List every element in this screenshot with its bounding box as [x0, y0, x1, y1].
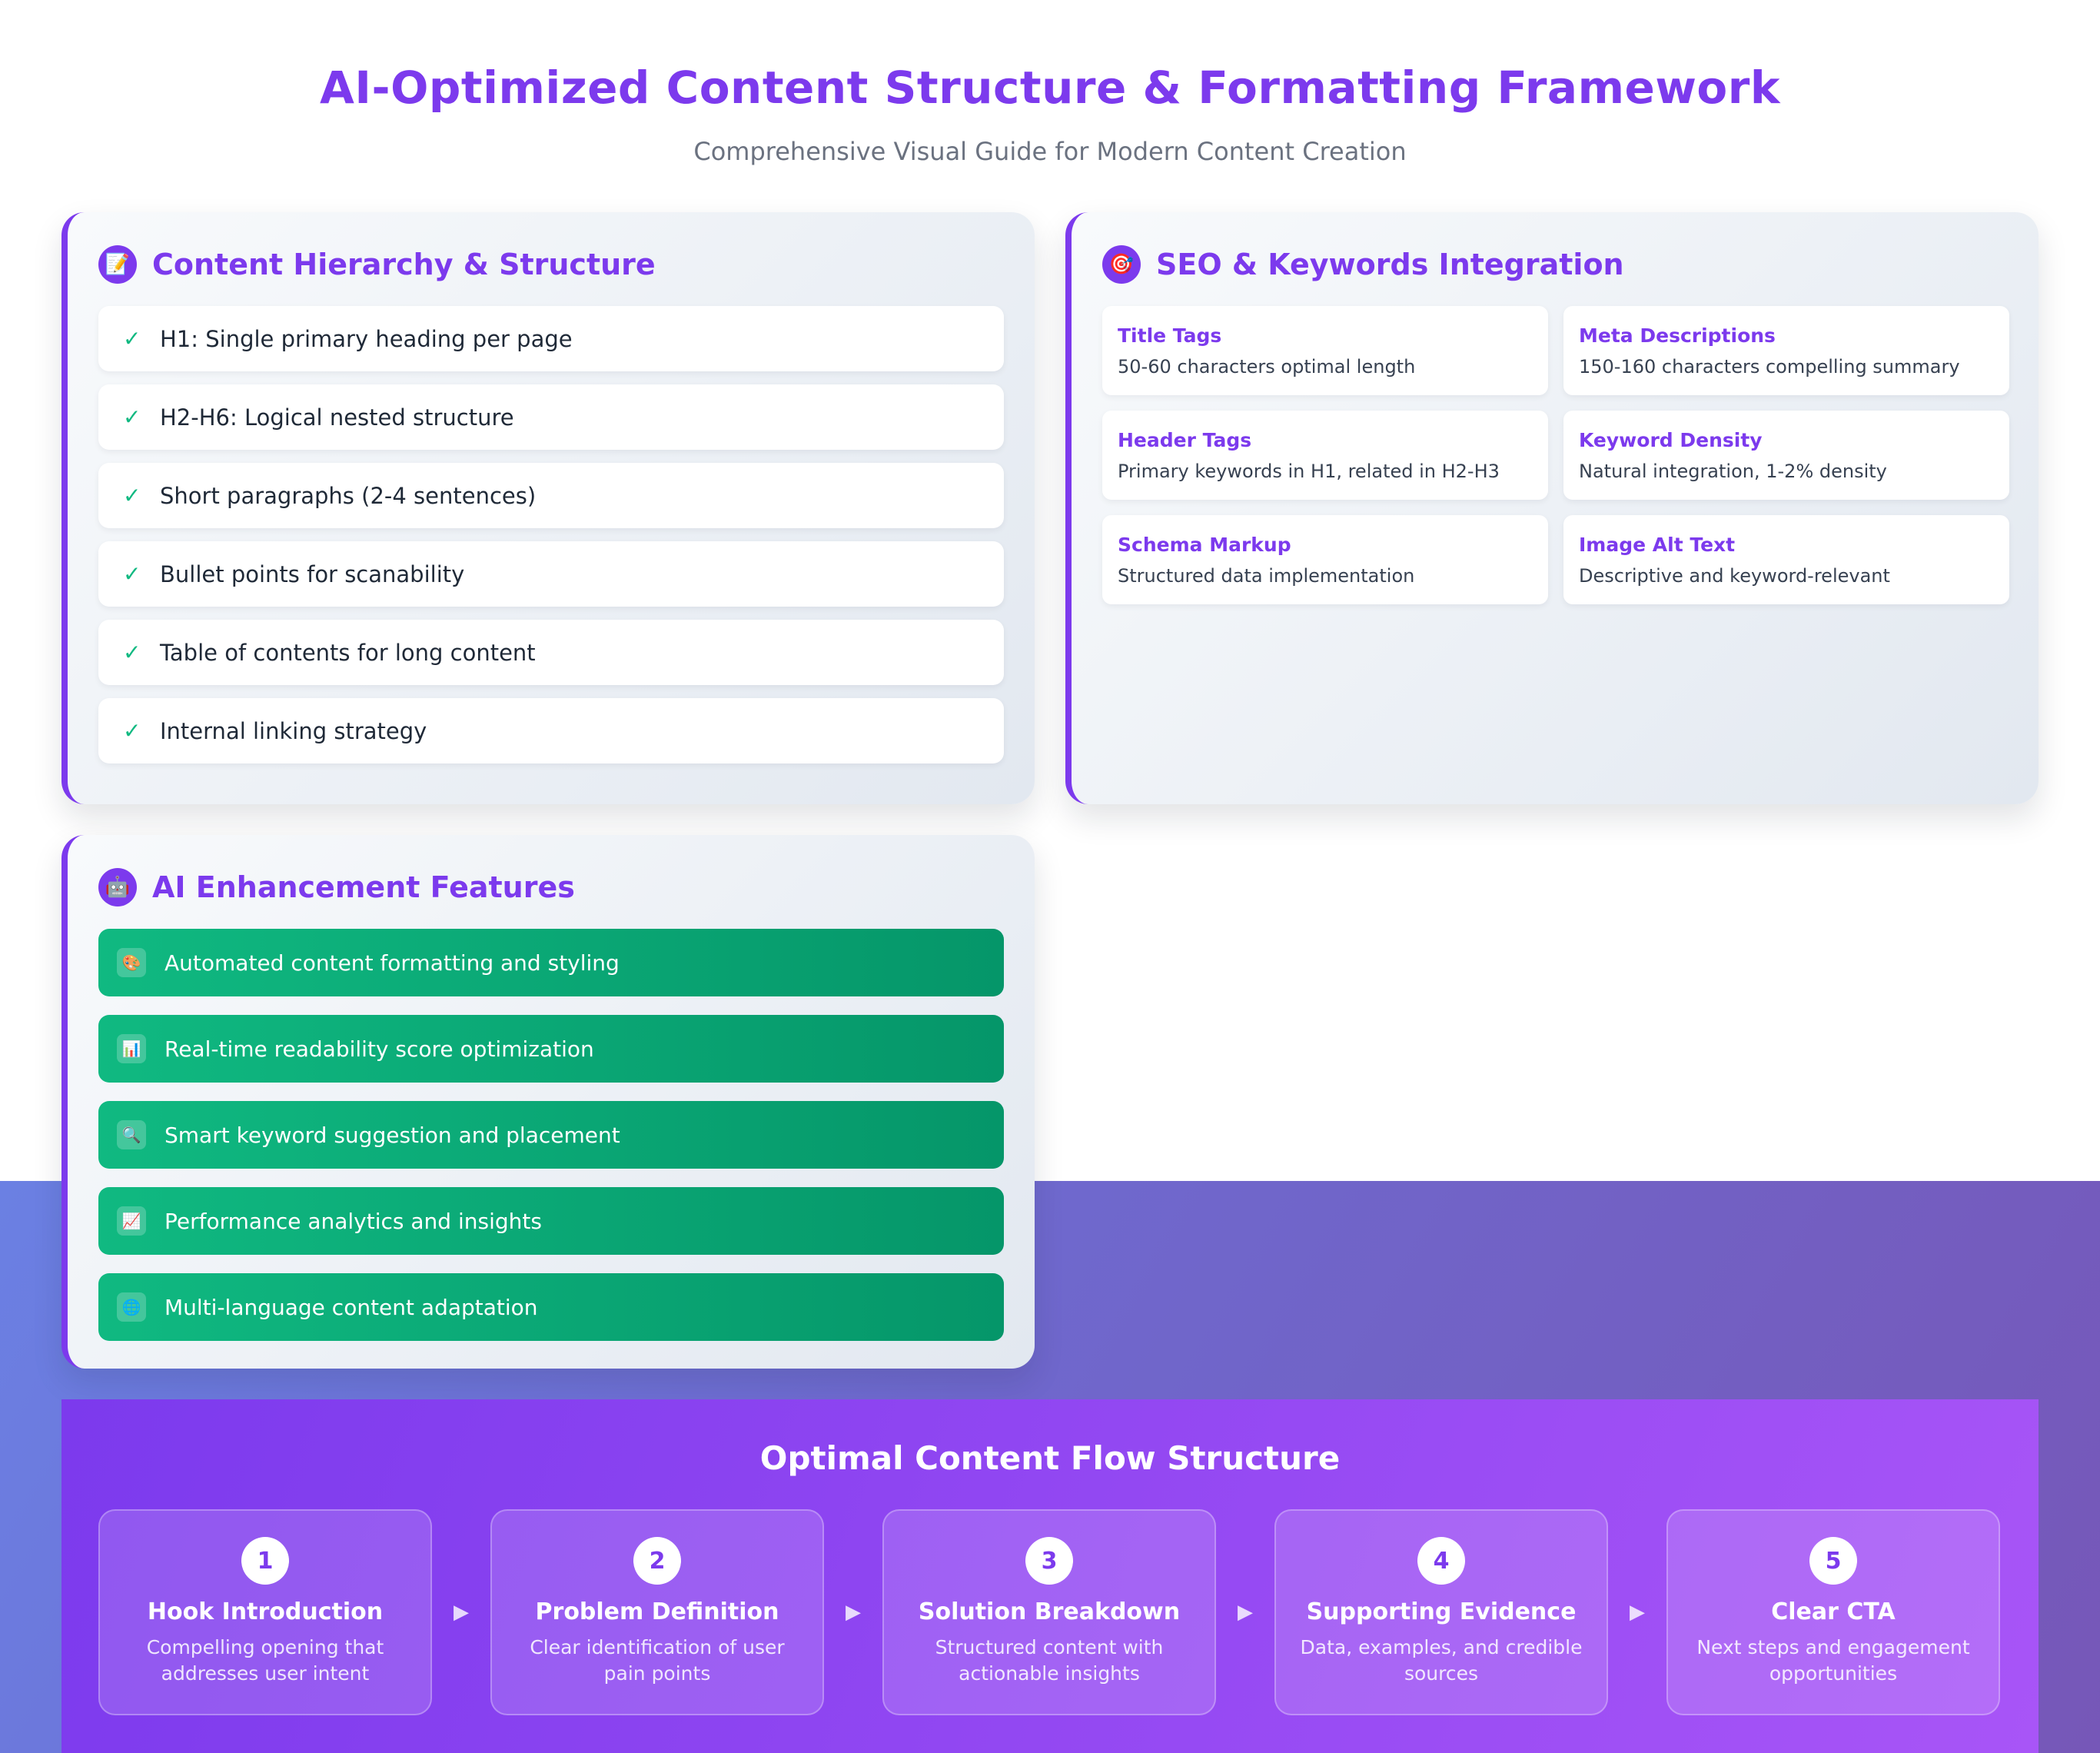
- target-icon: 🎯: [1102, 245, 1141, 284]
- seo-item-label: Keyword Density: [1579, 429, 1763, 451]
- content-flow-section: Optimal Content Flow Structure 1 Hook In…: [61, 1399, 2039, 1753]
- step-description: Data, examples, and credible sources: [1300, 1636, 1583, 1685]
- seo-item-label: Header Tags: [1118, 429, 1252, 451]
- checkmark-icon: ✓: [123, 404, 141, 430]
- seo-item-value: 150-160 characters compelling summary: [1579, 356, 1960, 378]
- step-title: Clear CTA: [1771, 1598, 1896, 1625]
- arrow-right-icon: ▶: [454, 1601, 469, 1624]
- page-subtitle: Comprehensive Visual Guide for Modern Co…: [693, 137, 1407, 166]
- palette-icon: 🎨: [117, 948, 146, 977]
- flow-step: 5 Clear CTA Next steps and engagement op…: [1666, 1509, 2000, 1715]
- list-item: ✓ Table of contents for long content: [98, 620, 1004, 685]
- step-number: 2: [633, 1537, 681, 1585]
- bar-chart-icon: 📊: [117, 1034, 146, 1063]
- seo-item-title-tags: Title Tags 50-60 characters optimal leng…: [1102, 306, 1548, 395]
- seo-item-meta-descriptions: Meta Descriptions 150-160 characters com…: [1563, 306, 2009, 395]
- list-item-text: H1: Single primary heading per page: [160, 325, 573, 352]
- robot-icon: 🤖: [98, 868, 137, 906]
- step-description: Next steps and engagement opportunities: [1696, 1636, 1970, 1685]
- card-title: Content Hierarchy & Structure: [152, 248, 656, 281]
- page-title: AI-Optimized Content Structure & Formatt…: [320, 62, 1780, 114]
- list-item: ✓ Internal linking strategy: [98, 698, 1004, 763]
- ai-enhancement-card: 🤖 AI Enhancement Features 🎨 Automated co…: [61, 835, 1035, 1369]
- step-description: Structured content with actionable insig…: [935, 1636, 1164, 1685]
- trend-chart-icon: 📈: [117, 1206, 146, 1236]
- list-item: ✓ H2-H6: Logical nested structure: [98, 384, 1004, 450]
- list-item-text: Internal linking strategy: [160, 717, 427, 744]
- checkmark-icon: ✓: [123, 561, 141, 587]
- arrow-right-icon: ▶: [1238, 1601, 1253, 1624]
- feature-item: 🌐 Multi-language content adaptation: [98, 1273, 1004, 1341]
- feature-text: Performance analytics and insights: [164, 1208, 542, 1234]
- flow-step: 2 Problem Definition Clear identificatio…: [490, 1509, 824, 1715]
- step-title: Supporting Evidence: [1306, 1598, 1577, 1625]
- feature-text: Smart keyword suggestion and placement: [164, 1122, 620, 1148]
- arrow-right-icon: ▶: [1630, 1601, 1645, 1624]
- card-title: SEO & Keywords Integration: [1156, 248, 1624, 281]
- seo-item-image-alt-text: Image Alt Text Descriptive and keyword-r…: [1563, 515, 2009, 604]
- feature-item: 📈 Performance analytics and insights: [98, 1187, 1004, 1255]
- seo-item-schema-markup: Schema Markup Structured data implementa…: [1102, 515, 1548, 604]
- ai-feature-list: 🎨 Automated content formatting and styli…: [98, 929, 1004, 1341]
- list-item: ✓ Bullet points for scanability: [98, 541, 1004, 607]
- step-description: Clear identification of user pain points: [530, 1636, 785, 1685]
- step-title: Hook Introduction: [147, 1598, 384, 1625]
- list-item-text: Short paragraphs (2-4 sentences): [160, 482, 537, 509]
- seo-grid: Title Tags 50-60 characters optimal leng…: [1102, 306, 2009, 604]
- seo-item-label: Schema Markup: [1118, 534, 1291, 556]
- page-header: AI-Optimized Content Structure & Formatt…: [0, 62, 2100, 166]
- flow-title: Optimal Content Flow Structure: [759, 1439, 1341, 1477]
- seo-item-label: Meta Descriptions: [1579, 324, 1776, 347]
- feature-item: 🔍 Smart keyword suggestion and placement: [98, 1101, 1004, 1169]
- globe-icon: 🌐: [117, 1292, 146, 1322]
- checkmark-icon: ✓: [123, 718, 141, 743]
- card-header: 🎯 SEO & Keywords Integration: [1102, 241, 2008, 288]
- seo-item-label: Image Alt Text: [1579, 534, 1736, 556]
- flow-step: 3 Solution Breakdown Structured content …: [882, 1509, 1216, 1715]
- seo-item-label: Title Tags: [1118, 324, 1222, 347]
- step-title: Solution Breakdown: [918, 1598, 1181, 1625]
- checkmark-icon: ✓: [123, 640, 141, 665]
- seo-item-header-tags: Header Tags Primary keywords in H1, rela…: [1102, 411, 1548, 500]
- card-header: 📝 Content Hierarchy & Structure: [98, 241, 1004, 288]
- checkmark-icon: ✓: [123, 326, 141, 351]
- arrow-right-icon: ▶: [846, 1601, 861, 1624]
- feature-text: Automated content formatting and styling: [164, 950, 620, 976]
- seo-item-value: Primary keywords in H1, related in H2-H3: [1118, 461, 1500, 482]
- memo-icon: 📝: [98, 245, 137, 284]
- flow-steps: 1 Hook Introduction Compelling opening t…: [98, 1509, 2000, 1715]
- feature-item: 🎨 Automated content formatting and styli…: [98, 929, 1004, 996]
- seo-keywords-card: 🎯 SEO & Keywords Integration Title Tags …: [1065, 212, 2039, 804]
- step-title: Problem Definition: [535, 1598, 779, 1625]
- step-description: Compelling opening that addresses user i…: [146, 1636, 384, 1685]
- content-hierarchy-card: 📝 Content Hierarchy & Structure ✓ H1: Si…: [61, 212, 1035, 804]
- feature-text: Real-time readability score optimization: [164, 1036, 594, 1062]
- hierarchy-list: ✓ H1: Single primary heading per page ✓ …: [98, 306, 1004, 763]
- feature-item: 📊 Real-time readability score optimizati…: [98, 1015, 1004, 1083]
- list-item-text: H2-H6: Logical nested structure: [160, 404, 514, 431]
- flow-step: 4 Supporting Evidence Data, examples, an…: [1274, 1509, 1608, 1715]
- step-number: 1: [241, 1537, 289, 1585]
- list-item: ✓ H1: Single primary heading per page: [98, 306, 1004, 371]
- feature-text: Multi-language content adaptation: [164, 1294, 538, 1320]
- checkmark-icon: ✓: [123, 483, 141, 508]
- step-number: 3: [1025, 1537, 1073, 1585]
- seo-item-value: 50-60 characters optimal length: [1118, 356, 1416, 378]
- seo-item-value: Structured data implementation: [1118, 565, 1415, 587]
- list-item-text: Table of contents for long content: [160, 639, 536, 666]
- flow-step: 1 Hook Introduction Compelling opening t…: [98, 1509, 432, 1715]
- seo-item-keyword-density: Keyword Density Natural integration, 1-2…: [1563, 411, 2009, 500]
- step-number: 4: [1417, 1537, 1465, 1585]
- seo-item-value: Natural integration, 1-2% density: [1579, 461, 1887, 482]
- card-title: AI Enhancement Features: [152, 870, 575, 904]
- step-number: 5: [1809, 1537, 1857, 1585]
- card-header: 🤖 AI Enhancement Features: [98, 864, 1004, 910]
- magnifier-icon: 🔍: [117, 1120, 146, 1149]
- seo-item-value: Descriptive and keyword-relevant: [1579, 565, 1890, 587]
- list-item-text: Bullet points for scanability: [160, 560, 465, 587]
- list-item: ✓ Short paragraphs (2-4 sentences): [98, 463, 1004, 528]
